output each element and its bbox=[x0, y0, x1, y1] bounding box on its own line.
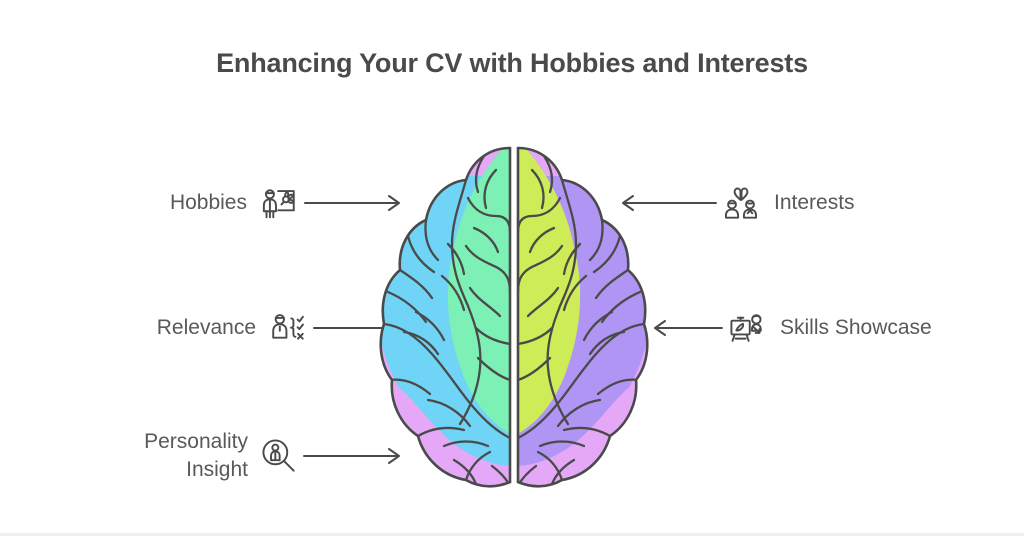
node-label-hobbies: Hobbies bbox=[169, 191, 247, 215]
brain-left-gyri bbox=[382, 154, 511, 487]
node-hobbies: Hobbies bbox=[118, 180, 408, 226]
connector-arrow-skills-showcase bbox=[650, 316, 724, 340]
connector-arrow-personality-insight bbox=[302, 444, 408, 468]
node-skills-showcase: Skills Showcase bbox=[650, 305, 980, 351]
easel-with-presenter-icon bbox=[724, 305, 770, 351]
node-relevance: Relevance bbox=[108, 305, 408, 351]
connector-arrow-hobbies bbox=[303, 191, 408, 215]
two-people-with-heart-icon bbox=[718, 180, 764, 226]
node-interests: Interests bbox=[618, 180, 918, 226]
person-with-picture-frame-icon bbox=[257, 180, 303, 226]
node-label-personality-insight: Personality Insight bbox=[144, 430, 248, 481]
node-personality-insight: Personality Insight bbox=[96, 428, 408, 483]
node-label-interests: Interests bbox=[774, 191, 855, 215]
node-label-skills-showcase: Skills Showcase bbox=[780, 316, 932, 340]
node-label-relevance: Relevance bbox=[156, 316, 256, 340]
brain-illustration bbox=[368, 136, 660, 496]
connector-arrow-interests bbox=[618, 191, 718, 215]
magnifier-with-person-icon bbox=[256, 433, 302, 479]
person-with-checklist-icon bbox=[266, 305, 312, 351]
page-title: Enhancing Your CV with Hobbies and Inter… bbox=[216, 48, 808, 78]
brain-right-gyri bbox=[518, 154, 646, 487]
